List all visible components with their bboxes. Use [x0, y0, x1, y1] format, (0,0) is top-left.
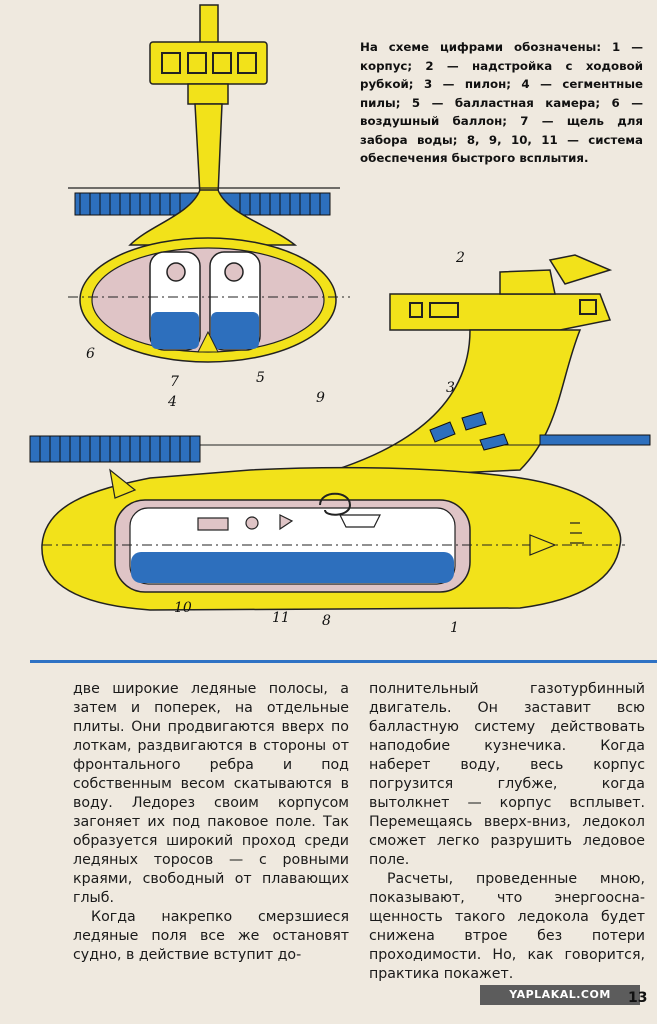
figure-caption: На схеме цифрами обозначены: 1 — корпус;… [360, 40, 643, 165]
page-number: 13 [628, 990, 648, 1006]
label-1: 1 [450, 620, 459, 636]
label-10: 10 [174, 600, 192, 616]
label-5: 5 [256, 370, 265, 386]
section-divider [30, 660, 657, 663]
label-2: 2 [455, 250, 465, 266]
label-7: 7 [170, 374, 179, 390]
right-paragraph-2: Расчеты, проведенные мною, показывают, ч… [369, 871, 645, 982]
cross-section-view: 6 7 5 [68, 4, 350, 390]
text-column-left: две широкие ледяные полосы, а затем и по… [73, 680, 349, 965]
text-column-right: полнительный газотурбинный двигатель. Он… [369, 680, 645, 984]
side-view: 2 3 4 9 10 11 8 1 [29, 250, 651, 636]
label-8: 8 [322, 613, 331, 629]
label-9: 9 [316, 390, 325, 406]
label-3: 3 [446, 380, 455, 396]
icebreaker-diagram: 6 7 5 [29, 4, 651, 636]
label-11: 11 [272, 610, 290, 626]
label-4: 4 [167, 394, 177, 410]
label-6: 6 [86, 346, 95, 362]
left-paragraph-2: Когда накрепко смерзшиеся ледяные поля в… [73, 909, 349, 963]
left-paragraph-1: две широкие ледяные полосы, а затем и по… [73, 681, 349, 906]
watermark: YAPLAKAL.COM [480, 985, 640, 1005]
right-paragraph-1: полнительный газотурбинный двигатель. Он… [369, 681, 645, 868]
diagram-svg: 6 7 5 [29, 4, 651, 636]
